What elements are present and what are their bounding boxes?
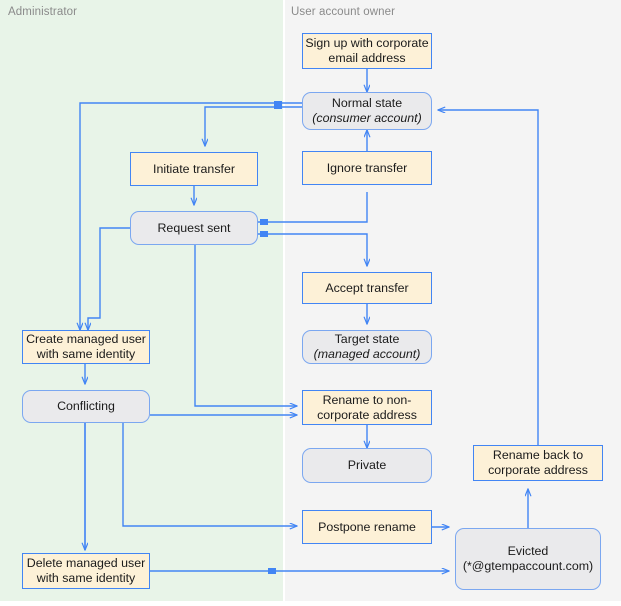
node-conflicting[interactable]: Conflicting bbox=[22, 390, 150, 423]
node-signup-line2: email address bbox=[328, 51, 406, 65]
node-rename-back-line1: Rename back to bbox=[492, 448, 584, 462]
node-normal-state-line1: Normal state bbox=[331, 96, 403, 110]
node-accept-transfer-line1: Accept transfer bbox=[325, 280, 409, 295]
node-initiate-transfer-line1: Initiate transfer bbox=[153, 161, 235, 176]
node-ignore-transfer[interactable]: Ignore transfer bbox=[302, 151, 432, 185]
node-private[interactable]: Private bbox=[302, 448, 432, 483]
node-delete-managed-user[interactable]: Delete managed user with same identity bbox=[22, 553, 150, 589]
swimlane-title-user-account-owner: User account owner bbox=[291, 6, 396, 18]
node-target-state[interactable]: Target state (managed account) bbox=[302, 330, 432, 364]
node-create-managed-user-line1: Create managed user bbox=[26, 332, 146, 346]
node-target-state-line1: Target state bbox=[334, 332, 400, 346]
node-rename-back[interactable]: Rename back to corporate address bbox=[473, 445, 603, 481]
node-evicted[interactable]: Evicted (*@gtempaccount.com) bbox=[455, 528, 601, 590]
node-postpone-rename[interactable]: Postpone rename bbox=[302, 510, 432, 544]
node-delete-managed-user-line1: Delete managed user bbox=[26, 556, 146, 570]
node-rename-back-line2: corporate address bbox=[488, 463, 588, 477]
swimlane-administrator bbox=[0, 0, 283, 601]
node-evicted-line1: Evicted bbox=[507, 544, 549, 558]
node-create-managed-user[interactable]: Create managed user with same identity bbox=[22, 330, 150, 364]
node-postpone-rename-line1: Postpone rename bbox=[318, 519, 416, 534]
node-signup[interactable]: Sign up with corporate email address bbox=[302, 33, 432, 69]
node-request-sent-line1: Request sent bbox=[157, 220, 231, 235]
node-private-line1: Private bbox=[347, 458, 387, 472]
node-signup-line1: Sign up with corporate bbox=[305, 36, 429, 50]
node-normal-state-line2: (consumer account) bbox=[312, 111, 422, 125]
node-normal-state[interactable]: Normal state (consumer account) bbox=[302, 92, 432, 130]
node-target-state-line2: (managed account) bbox=[313, 347, 421, 361]
node-rename-noncorp-line1: Rename to non- bbox=[322, 392, 412, 407]
node-create-managed-user-line2: with same identity bbox=[36, 347, 136, 361]
node-accept-transfer[interactable]: Accept transfer bbox=[302, 272, 432, 304]
node-rename-noncorp[interactable]: Rename to non- corporate address bbox=[302, 390, 432, 425]
node-evicted-line2: (*@gtempaccount.com) bbox=[462, 559, 594, 573]
node-ignore-transfer-line1: Ignore transfer bbox=[326, 160, 408, 175]
node-rename-noncorp-line2: corporate address bbox=[317, 407, 417, 422]
node-request-sent[interactable]: Request sent bbox=[130, 211, 258, 245]
node-conflicting-line1: Conflicting bbox=[57, 399, 115, 413]
swimlane-title-administrator: Administrator bbox=[8, 6, 78, 18]
node-delete-managed-user-line2: with same identity bbox=[36, 571, 136, 585]
node-initiate-transfer[interactable]: Initiate transfer bbox=[130, 152, 258, 186]
